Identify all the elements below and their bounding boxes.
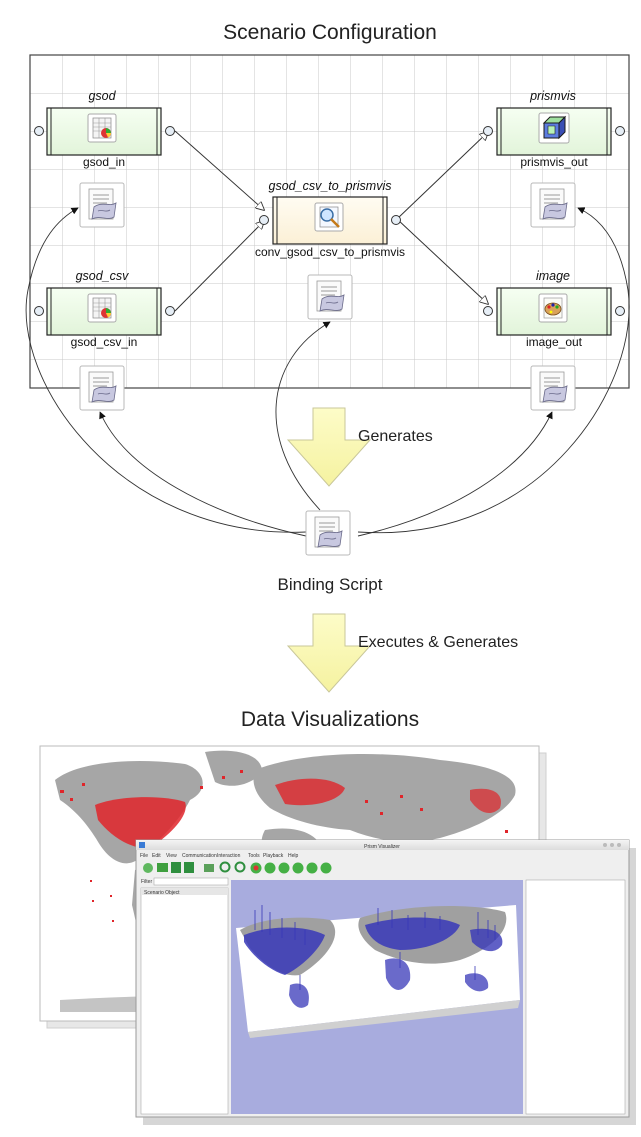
node-prismvis-title: prismvis — [529, 89, 576, 103]
node-prismvis[interactable]: prismvis prismvis_out — [483, 89, 625, 169]
binding-curve — [25, 207, 307, 533]
menu-edit[interactable]: Edit — [152, 853, 161, 859]
cube-icon — [538, 112, 570, 144]
port-out-icon[interactable] — [615, 126, 625, 136]
zoom-out-icon[interactable] — [234, 861, 246, 873]
script-icon — [307, 274, 353, 320]
prism-visualizer-window[interactable]: Prism Visualizer File Edit View Communic… — [135, 839, 636, 1125]
executes-label: Executes & Generates — [358, 634, 518, 651]
window-titlebar[interactable] — [136, 840, 629, 850]
spreadsheet-icon — [87, 293, 117, 323]
node-image[interactable]: image image_out — [483, 269, 625, 349]
node-converter[interactable]: gsod_csv_to_prismvis conv_gsod_csv_to_pr… — [255, 179, 405, 259]
port-out-icon[interactable] — [391, 215, 401, 225]
visualizations-title: Data Visualizations — [241, 708, 419, 731]
binding-curve — [99, 411, 307, 537]
node-image-label: image_out — [526, 335, 583, 349]
port-out-icon[interactable] — [165, 306, 175, 316]
script-icon — [530, 182, 576, 228]
back-icon[interactable] — [292, 862, 304, 874]
node-gsod-title: gsod — [88, 89, 116, 103]
generates-arrow — [286, 407, 372, 487]
stop-icon[interactable] — [264, 862, 276, 874]
prism-globe-map — [236, 905, 520, 1038]
binding-curve — [275, 321, 331, 511]
menu-interaction[interactable]: Interaction — [217, 853, 241, 859]
filter-input[interactable] — [153, 877, 229, 886]
rewind-icon[interactable] — [278, 862, 290, 874]
executes-arrow — [286, 613, 372, 693]
forward-icon[interactable] — [320, 862, 332, 874]
close-icon[interactable] — [617, 843, 621, 847]
save-as-icon[interactable] — [184, 862, 194, 873]
scenario-title: Scenario Configuration — [223, 21, 437, 44]
menu-playback[interactable]: Playback — [263, 853, 284, 859]
edge-converter-to-image — [396, 218, 488, 304]
generates-label: Generates — [358, 428, 433, 445]
scenario-tree[interactable] — [140, 887, 229, 1115]
node-gsod-csv-label: gsod_csv_in — [71, 335, 138, 349]
properties-panel[interactable] — [525, 879, 626, 1115]
port-out-icon[interactable] — [615, 306, 625, 316]
menu-view[interactable]: View — [166, 853, 177, 859]
window-title: Prism Visualizer — [364, 844, 400, 850]
node-image-title: image — [536, 269, 570, 283]
port-in-icon[interactable] — [34, 126, 44, 136]
menu-bar: File Edit View Communication Interaction… — [140, 853, 299, 859]
tree-header: Scenario Object — [144, 890, 180, 896]
port-in-icon[interactable] — [483, 126, 493, 136]
filter-label: Filter — [141, 879, 152, 885]
node-converter-label: conv_gsod_csv_to_prismvis — [255, 245, 405, 259]
toolbar — [143, 861, 332, 874]
edge-converter-to-prismvis — [396, 132, 488, 220]
binding-curve — [357, 411, 553, 537]
magnifier-icon — [314, 202, 344, 232]
maximize-icon[interactable] — [610, 843, 614, 847]
menu-communication[interactable]: Communication — [182, 853, 217, 859]
script-icon — [79, 365, 125, 411]
port-in-icon[interactable] — [259, 215, 269, 225]
port-in-icon[interactable] — [34, 306, 44, 316]
play-icon[interactable] — [306, 862, 318, 874]
image-icon[interactable] — [204, 864, 214, 872]
port-in-icon[interactable] — [483, 306, 493, 316]
new-icon[interactable] — [143, 863, 153, 873]
binding-curve — [357, 207, 630, 534]
node-prismvis-label: prismvis_out — [520, 155, 588, 169]
save-icon[interactable] — [171, 862, 181, 873]
node-converter-title: gsod_csv_to_prismvis — [269, 179, 392, 193]
menu-help[interactable]: Help — [288, 853, 299, 859]
app-logo-icon — [139, 842, 145, 848]
open-folder-icon[interactable] — [157, 863, 168, 872]
menu-file[interactable]: File — [140, 853, 148, 859]
script-icon — [530, 365, 576, 411]
node-gsod-csv[interactable]: gsod_csv gsod_csv_in — [34, 269, 175, 349]
node-gsod-label: gsod_in — [83, 155, 125, 169]
port-out-icon[interactable] — [165, 126, 175, 136]
minimize-icon[interactable] — [603, 843, 607, 847]
menu-tools[interactable]: Tools — [248, 853, 260, 859]
node-gsod[interactable]: gsod gsod_in — [34, 89, 175, 169]
edge-gsod-to-converter — [174, 130, 264, 210]
zoom-in-icon[interactable] — [219, 861, 231, 873]
node-gsod-csv-title: gsod_csv — [76, 269, 130, 283]
script-icon — [79, 182, 125, 228]
binding-script-label: Binding Script — [278, 575, 383, 594]
spreadsheet-icon — [87, 113, 117, 143]
palette-icon — [538, 293, 568, 323]
edge-gsodcsv-to-converter — [174, 221, 264, 312]
script-icon[interactable] — [305, 510, 351, 556]
